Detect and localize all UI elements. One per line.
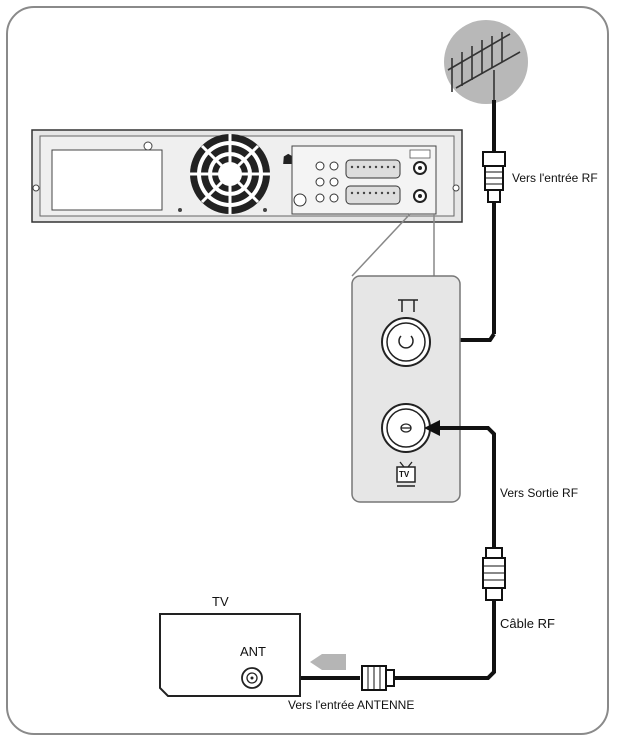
label-rf-cable: Câble RF (500, 616, 555, 631)
ant-plug (361, 665, 395, 691)
antenna-symbol-icon (398, 299, 418, 312)
label-tv-badge: TV (399, 470, 410, 479)
label-rf-input: Vers l'entrée RF (512, 171, 598, 185)
antenna-icon (444, 20, 528, 104)
zoom-callout-lines (351, 213, 435, 277)
rf-out-connector (381, 403, 431, 453)
rf-cable-plug (482, 547, 506, 601)
label-rf-output: Vers Sortie RF (500, 486, 579, 500)
tv-symbol-icon (396, 461, 416, 487)
label-antenna-input: Vers l'entrée ANTENNE (288, 698, 415, 712)
label-tv-title: TV (212, 594, 229, 609)
diagram-frame (6, 6, 609, 735)
label-tv-ant: ANT (240, 644, 266, 659)
zoomed-connector-panel (351, 275, 461, 503)
fan-icon (190, 134, 270, 214)
warning-icon: ☗ (282, 152, 295, 168)
direction-arrow-icon (310, 654, 346, 670)
rf-plug-top (482, 151, 506, 203)
arrow-rf-out (424, 420, 440, 436)
rf-in-connector (381, 317, 431, 367)
device-rear-panel: ☗ (31, 129, 463, 223)
tv-device (159, 613, 301, 697)
